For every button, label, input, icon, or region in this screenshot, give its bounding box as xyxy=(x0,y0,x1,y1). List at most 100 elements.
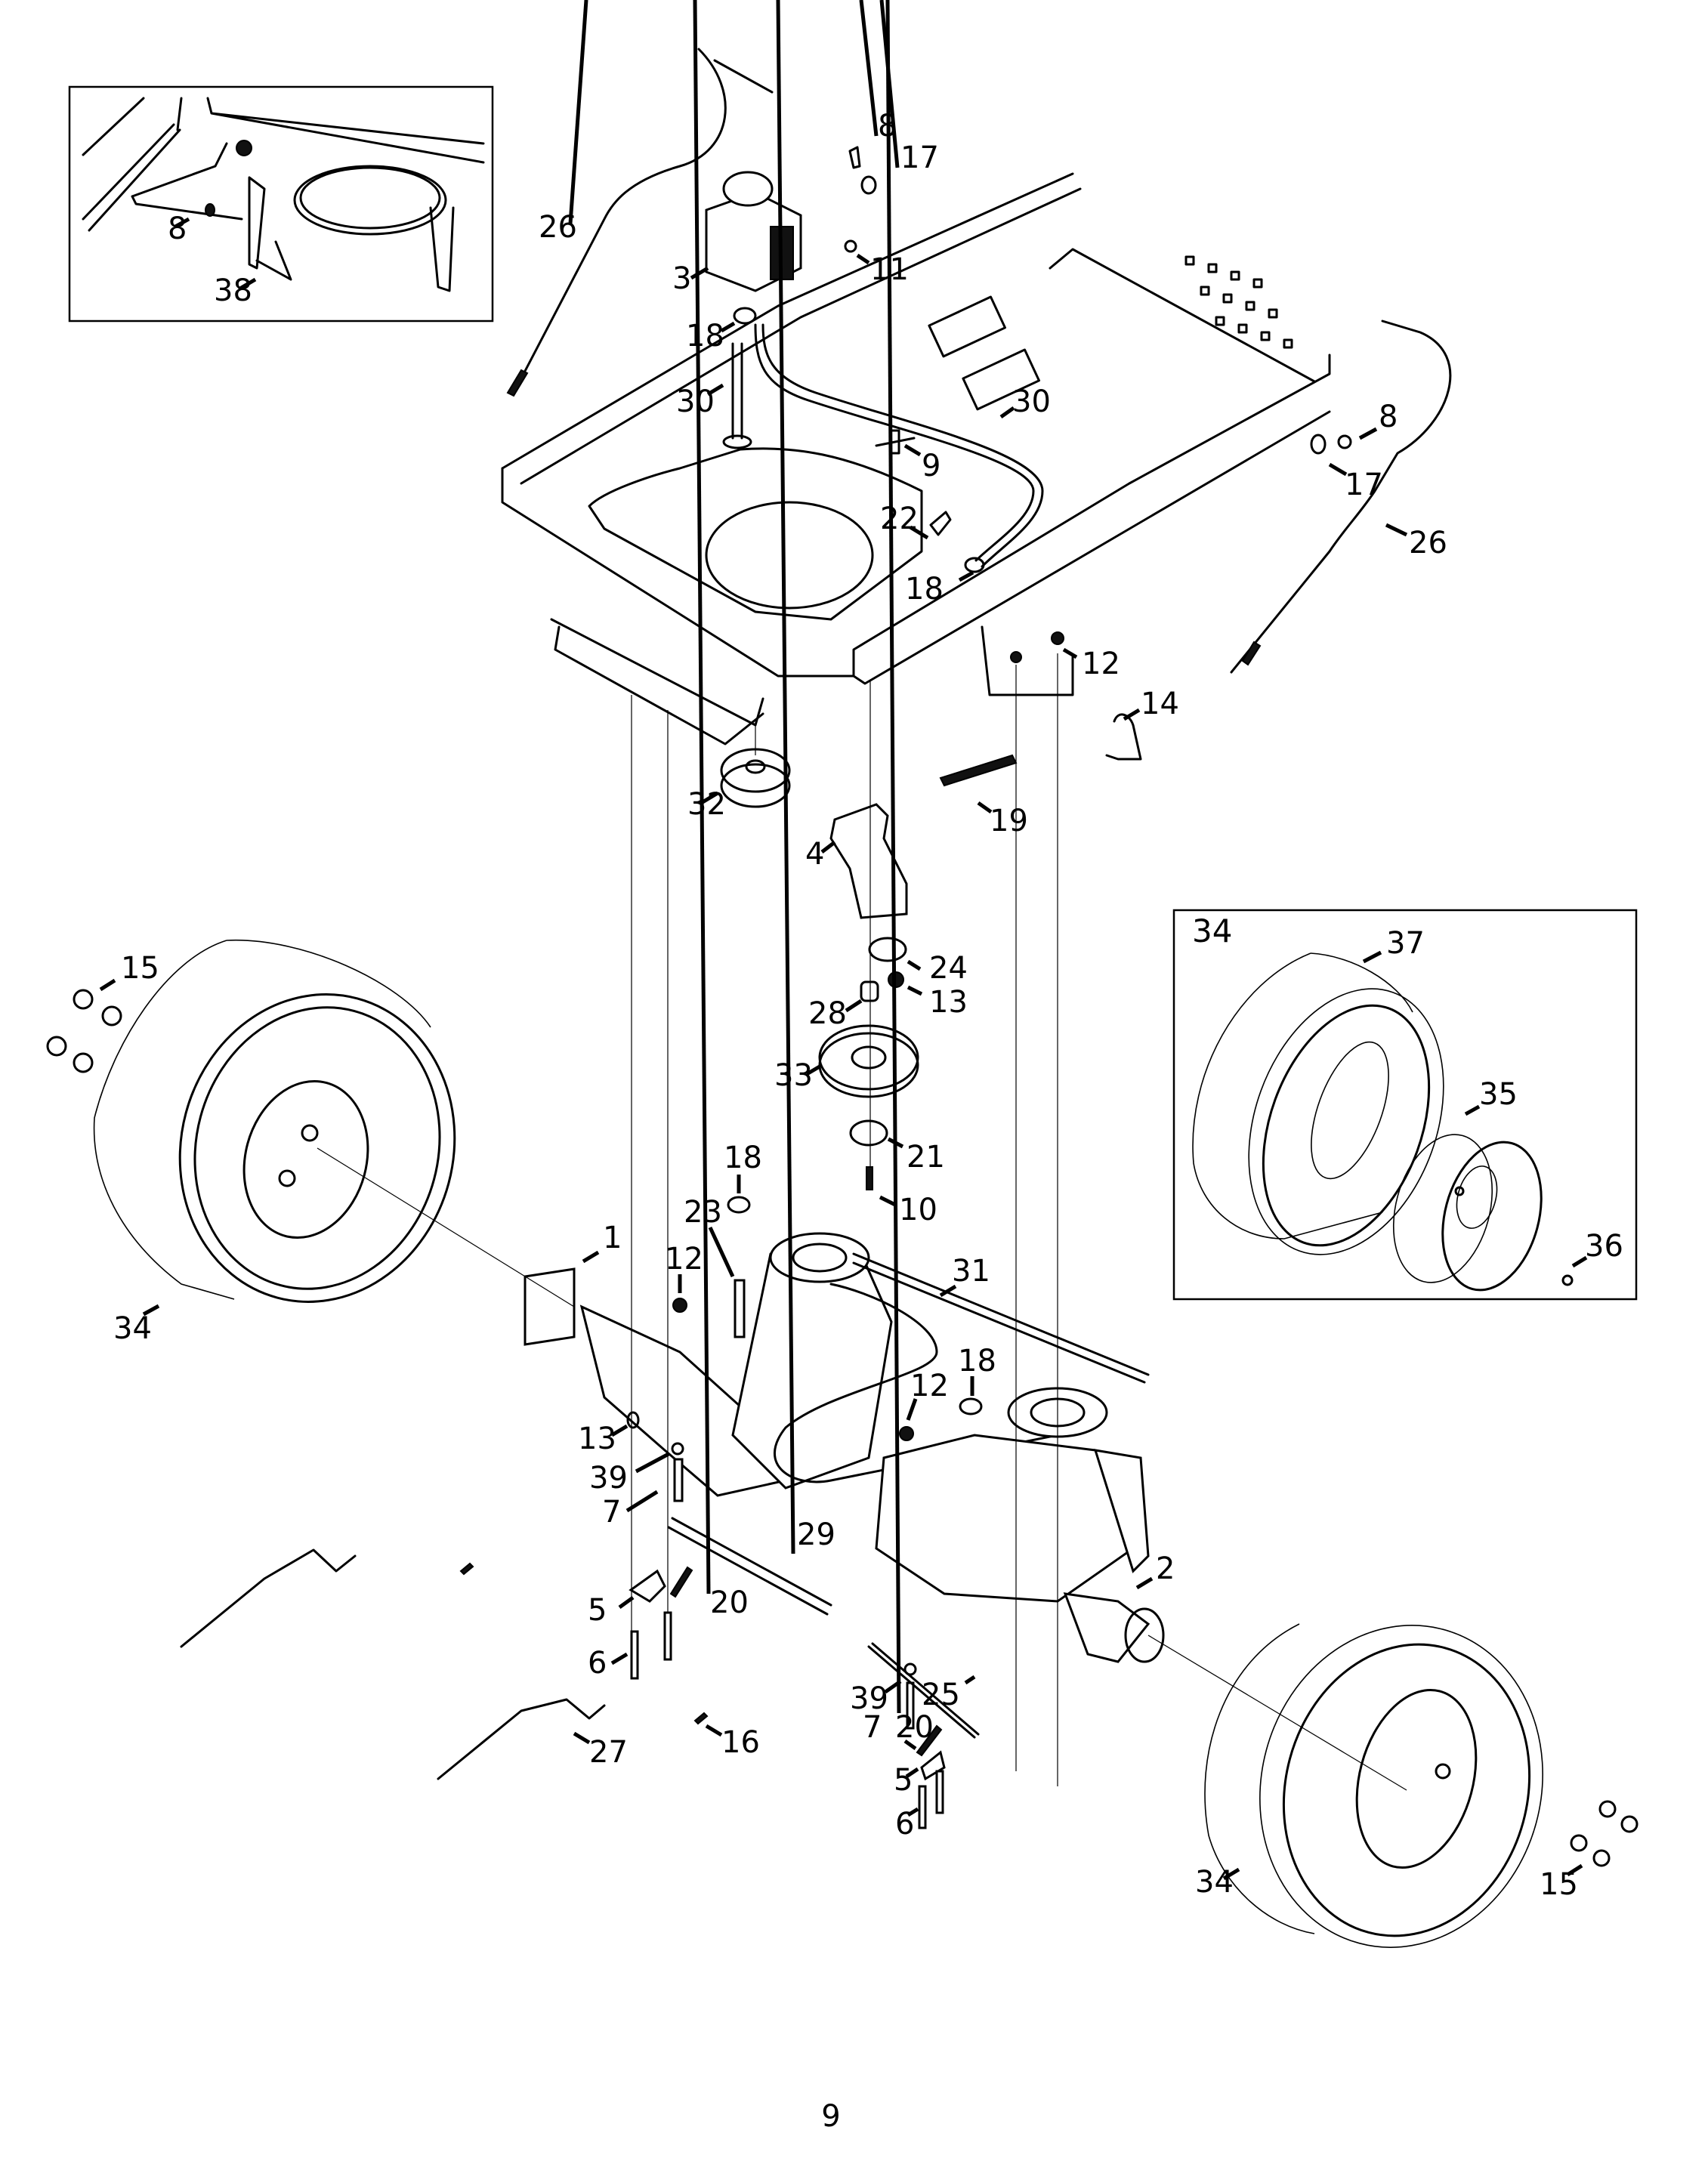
hub-1 xyxy=(524,1267,576,1346)
inset-frame-top-left xyxy=(68,85,494,323)
rod-14 xyxy=(1105,713,1142,761)
leader-34-right xyxy=(1222,1867,1240,1881)
spring-20-left xyxy=(669,1566,693,1598)
bracket-5-left xyxy=(629,1569,666,1603)
callout-7-right: 7 xyxy=(863,1710,882,1745)
shaft-23 xyxy=(734,1279,746,1338)
fuel-tank-3 xyxy=(705,171,802,292)
leader-20-right xyxy=(903,1739,917,1751)
callout-17-right: 17 xyxy=(1345,468,1383,502)
callout-14: 14 xyxy=(1141,687,1179,721)
callout-5-right: 5 xyxy=(894,1763,913,1798)
nut-12-top xyxy=(1051,631,1064,645)
callout-39-right: 39 xyxy=(850,1681,888,1716)
callout-21: 21 xyxy=(907,1140,945,1175)
callout-17-top: 17 xyxy=(900,140,939,175)
callout-18-mid: 18 xyxy=(905,572,944,607)
fitting-22 xyxy=(929,511,952,536)
page-number: 9 xyxy=(821,2099,840,2134)
bolt-6-left-2 xyxy=(663,1611,672,1661)
callout-34-left: 34 xyxy=(113,1311,152,1346)
clamp-17-top xyxy=(860,175,877,195)
leader-18-top xyxy=(720,321,736,333)
fuel-line-30 xyxy=(722,323,1044,568)
hub-2 xyxy=(1063,1592,1151,1663)
inset-wheel-assembly: 34 37 35 36 xyxy=(1172,909,1638,1301)
leader-8-top xyxy=(859,0,879,137)
callout-26-left: 26 xyxy=(539,210,577,245)
callout-25: 25 xyxy=(922,1678,960,1712)
leader-24 xyxy=(907,959,922,971)
callout-32: 32 xyxy=(687,787,726,822)
leader-8-inset xyxy=(174,217,190,229)
callout-6-right: 6 xyxy=(895,1807,914,1841)
callout-27: 27 xyxy=(589,1735,628,1770)
callout-37: 37 xyxy=(1386,926,1425,961)
deck-holes xyxy=(1184,255,1293,349)
callout-26-right: 26 xyxy=(1409,526,1447,560)
leader-6-left xyxy=(610,1652,629,1666)
callout-34-right: 34 xyxy=(1195,1865,1234,1900)
bolt-6-left xyxy=(630,1630,639,1680)
leader-26-right xyxy=(1385,523,1408,537)
leader-17-right xyxy=(1328,462,1348,477)
leader-6-right xyxy=(907,1807,919,1817)
leader-9 xyxy=(903,443,922,457)
nut-12-right xyxy=(899,1426,914,1441)
transaxle-left xyxy=(524,1232,893,1497)
callout-12-right: 12 xyxy=(910,1369,949,1403)
callout-39-left: 39 xyxy=(589,1461,628,1496)
leader-8-right xyxy=(1358,427,1378,440)
callout-30-right: 30 xyxy=(1012,384,1051,419)
callout-30-left: 30 xyxy=(676,384,715,419)
leader-20-left xyxy=(693,0,711,1595)
leader-35 xyxy=(1464,1104,1481,1116)
clamp-18-top xyxy=(733,307,757,325)
leader-12-top xyxy=(1062,647,1078,659)
callout-6-left: 6 xyxy=(588,1646,607,1681)
leader-15-right xyxy=(1566,1863,1583,1877)
deflector-plate xyxy=(554,625,764,746)
rim-35-drawing xyxy=(1392,1134,1543,1292)
bolt-8-inset xyxy=(205,203,215,217)
clip-upper xyxy=(459,1562,474,1576)
spring-19 xyxy=(939,754,1018,787)
clamp-18-right xyxy=(959,1397,983,1415)
leader-22 xyxy=(909,525,929,540)
leader-4 xyxy=(820,841,836,854)
bushing-28 xyxy=(860,980,879,1002)
screw-11 xyxy=(844,239,857,253)
leader-11 xyxy=(856,253,870,265)
leader-39-left xyxy=(635,1452,670,1474)
cable-26-left xyxy=(506,48,774,397)
callout-31: 31 xyxy=(952,1254,990,1289)
leader-36 xyxy=(1571,1255,1588,1268)
leader-3 xyxy=(690,266,709,280)
leader-5-right xyxy=(905,1767,919,1779)
idler-arm-4 xyxy=(829,803,908,919)
drive-belt-31 xyxy=(774,1252,1150,1483)
callout-20-left: 20 xyxy=(710,1585,749,1620)
leader-26-left xyxy=(568,0,588,224)
bracket-5-right xyxy=(920,1750,946,1781)
leader-14 xyxy=(1123,708,1141,721)
idler-pulley-33 xyxy=(818,1024,919,1098)
leader-13-top xyxy=(907,985,923,996)
leader-25 xyxy=(964,1675,976,1685)
leader-29 xyxy=(776,0,795,1554)
callout-10: 10 xyxy=(899,1193,937,1227)
leader-28 xyxy=(845,999,863,1013)
callout-13-lower: 13 xyxy=(578,1422,616,1456)
leader-1 xyxy=(582,1250,600,1264)
engine-opening xyxy=(705,501,874,610)
callout-18-lower: 18 xyxy=(724,1141,762,1175)
cap-inset xyxy=(236,140,252,156)
callout-34-inset: 34 xyxy=(1192,912,1232,949)
leader-23 xyxy=(708,1226,735,1278)
leader-5-left xyxy=(618,1595,635,1610)
pulley-32 xyxy=(720,748,791,808)
clamp-18-mid xyxy=(964,557,985,573)
nut-13-lower xyxy=(626,1411,640,1429)
callout-29: 29 xyxy=(797,1517,835,1552)
